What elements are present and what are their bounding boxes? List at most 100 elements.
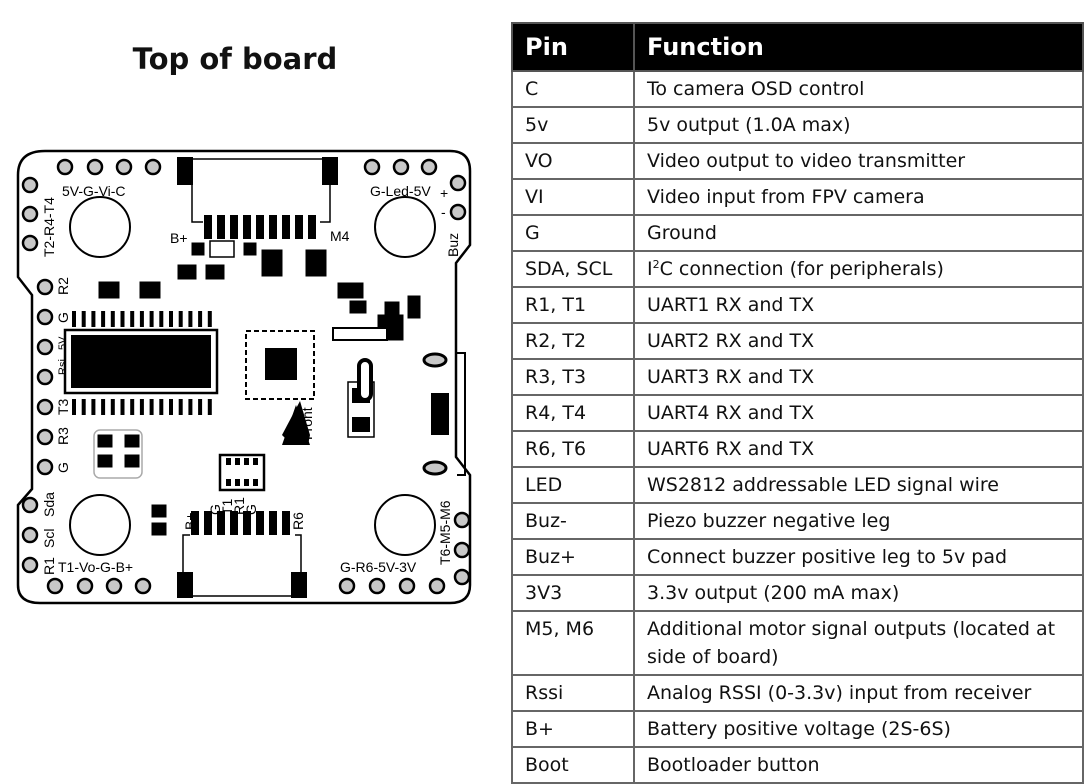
label-b-plus-top: B+ xyxy=(170,230,188,246)
mounting-holes xyxy=(69,196,436,556)
pin-cell: M5, M6 xyxy=(511,610,635,676)
pin-cell: SDA, SCL xyxy=(511,250,635,288)
pin-cell: 3V3 xyxy=(511,574,635,612)
function-cell: 3.3v output (200 mA max) xyxy=(633,574,1084,612)
chip-pin xyxy=(81,311,86,327)
header-pin: Pin xyxy=(511,22,635,72)
pads-bottom xyxy=(46,577,446,595)
table-header-row: Pin Function xyxy=(511,22,1084,72)
function-cell: UART4 RX and TX xyxy=(633,394,1084,432)
label-right-lower-pads: T6-M5-M6 xyxy=(437,500,453,565)
label-5v-left: 5V xyxy=(57,336,69,350)
gyro-chip xyxy=(218,453,266,492)
function-cell: To camera OSD control xyxy=(633,70,1084,108)
header-function: Function xyxy=(633,22,1084,72)
label-scl: Scl xyxy=(41,529,57,548)
pin-cell: Rssi xyxy=(511,674,635,712)
chip-pin xyxy=(130,399,135,415)
function-prefix: I xyxy=(647,258,653,280)
label-sda: Sda xyxy=(41,492,57,517)
function-cell: Piezo buzzer negative leg xyxy=(633,502,1084,540)
label-buz-minus: - xyxy=(441,204,446,220)
label-top-left-pads: 5V-G-Vi-C xyxy=(62,183,126,199)
board-diagram: 5V-G-Vi-C G-Led-5V B+ M4 + - Buz T2-R4-T… xyxy=(16,149,472,605)
label-r2: R2 xyxy=(55,277,71,295)
function-text: C connection (for peripherals) xyxy=(659,258,944,280)
chip-pin xyxy=(110,311,115,327)
label-g-bottom-2: G xyxy=(243,504,259,515)
pin-cell: Buz- xyxy=(511,502,635,540)
pads-top-right xyxy=(363,158,467,221)
chip-pin xyxy=(81,399,86,415)
label-rsi: Rsi xyxy=(57,359,69,375)
chip-pin xyxy=(198,399,203,415)
pin-cell: Boot xyxy=(511,746,635,784)
label-g-left-2: G xyxy=(55,462,71,473)
chip-pin xyxy=(130,311,135,327)
function-cell: Video output to video transmitter xyxy=(633,142,1084,180)
function-cell: UART3 RX and TX xyxy=(633,358,1084,396)
pin-cell: LED xyxy=(511,466,635,504)
function-cell: Additional motor signal outputs (located… xyxy=(633,610,1084,676)
pin-cell: R2, T2 xyxy=(511,322,635,360)
function-cell: Bootloader button xyxy=(633,746,1084,784)
chip-pin xyxy=(139,399,144,415)
function-cell: UART2 RX and TX xyxy=(633,322,1084,360)
label-t3: T3 xyxy=(55,398,71,415)
chip-pin xyxy=(178,311,183,327)
connector-bottom xyxy=(177,511,307,598)
board-outline xyxy=(16,149,472,605)
function-cell: Analog RSSI (0-3.3v) input from receiver xyxy=(633,674,1084,712)
chip-pin xyxy=(159,311,164,327)
label-left-upper-pads: T2-R4-T4 xyxy=(41,197,57,257)
label-g-bottom: G xyxy=(207,504,223,515)
label-r3: R3 xyxy=(55,427,71,445)
chip-pin xyxy=(139,311,144,327)
function-cell: WS2812 addressable LED signal wire xyxy=(633,466,1084,504)
label-bottom-right-pads: G-R6-5V-3V xyxy=(340,559,417,575)
chip-pin xyxy=(72,399,76,415)
pin-cell: Buz+ xyxy=(511,538,635,576)
chip-pin xyxy=(188,399,193,415)
chip-pin xyxy=(149,311,154,327)
label-g-left: G xyxy=(55,312,71,323)
label-top-right-pads: G-Led-5V xyxy=(370,183,431,199)
chip-pin xyxy=(207,311,212,327)
table-row: B+Battery positive voltage (2S-6S) xyxy=(511,710,1084,748)
pin-cell: G xyxy=(511,214,635,252)
chip-pin xyxy=(120,311,125,327)
pin-cell: VI xyxy=(511,178,635,216)
label-buz: Buz xyxy=(445,233,461,257)
pads-right-lower xyxy=(453,511,471,586)
pin-cell: VO xyxy=(511,142,635,180)
chip-pin xyxy=(101,399,106,415)
pin-cell: B+ xyxy=(511,710,635,748)
label-b-plus-bottom: B+ xyxy=(182,512,198,530)
osd-chip xyxy=(63,311,219,415)
pin-cell: 5v xyxy=(511,106,635,144)
function-cell: Battery positive voltage (2S-6S) xyxy=(633,710,1084,748)
chip-pin xyxy=(159,399,164,415)
connector-top xyxy=(177,157,338,239)
function-cell: UART6 RX and TX xyxy=(633,430,1084,468)
function-cell: UART1 RX and TX xyxy=(633,286,1084,324)
function-cell: I2C connection (for peripherals) xyxy=(633,250,1084,288)
pin-cell: R3, T3 xyxy=(511,358,635,396)
table-row: Buz+Connect buzzer positive leg to 5v pa… xyxy=(511,538,1084,576)
chip-pin xyxy=(169,399,173,415)
chip-pin xyxy=(198,311,203,327)
